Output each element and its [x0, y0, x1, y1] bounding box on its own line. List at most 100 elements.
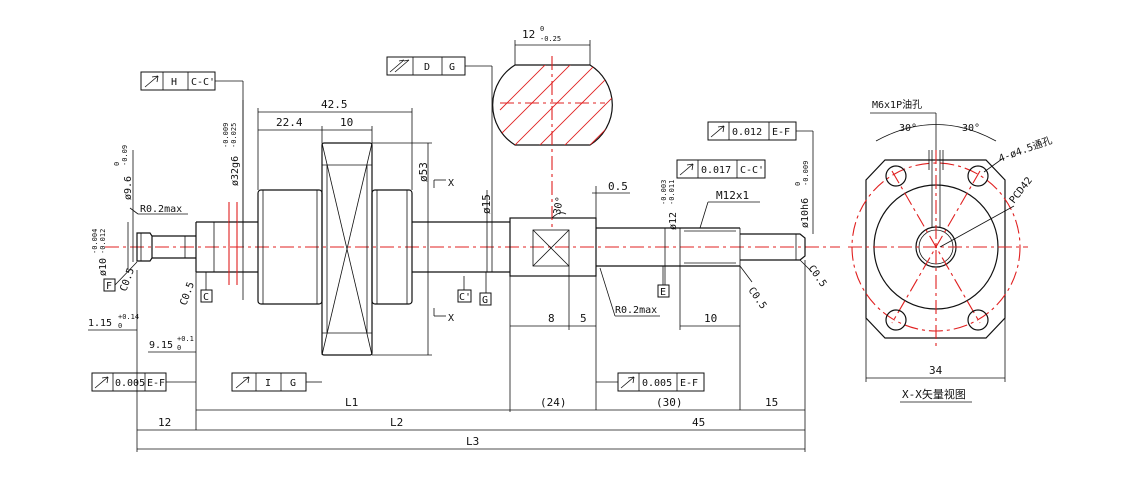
dim-12-section-tol-hi: 0 [540, 25, 544, 33]
svg-text:C: C [203, 292, 209, 303]
angle-30-left: 30° [899, 123, 917, 134]
runout-arrow-icon [679, 163, 694, 176]
key-section-view [492, 40, 613, 230]
dim-0-5: 0.5 [608, 180, 628, 193]
thread-m12: M12x1 [716, 189, 749, 202]
runout-arrow-icon [620, 376, 635, 389]
svg-text:E: E [660, 287, 666, 298]
dim-15-bottom: 15 [765, 396, 778, 409]
dim-12-bottom: 12 [158, 416, 171, 429]
frame-top-middle: D G [386, 56, 493, 222]
dim-32-tol-lo: -0.025 [230, 123, 238, 148]
svg-text:C-C': C-C' [740, 165, 764, 176]
svg-text:E-F: E-F [147, 378, 165, 389]
dim-24: (24) [540, 396, 567, 409]
svg-text:0.005: 0.005 [642, 378, 672, 389]
svg-text:H: H [171, 77, 177, 88]
frame-top-left: H C-C' [140, 71, 244, 247]
datum-C-prime: C' [457, 276, 472, 303]
dim-9-15-tol-lo: 0 [177, 344, 181, 352]
svg-text:G: G [482, 295, 488, 306]
dim-12-tol-lo: -0.011 [668, 180, 676, 205]
dim-42-5: 42.5 [321, 98, 348, 111]
runout-arrow-icon [144, 75, 159, 88]
dim-12-section-tol-lo: -0.25 [540, 35, 561, 43]
angle-30-right: 30° [962, 123, 980, 134]
dim-L3: L3 [466, 435, 479, 448]
total-runout-arrow-icon [389, 59, 410, 73]
dim-10-left: ø10 [98, 258, 109, 276]
dim-9-15: 9.15 [149, 340, 173, 351]
dim-lines-left [88, 270, 197, 362]
dim-10h6-tol-lo: -0.009 [802, 161, 810, 186]
section-x-top: X [448, 178, 454, 189]
datum-F: F [103, 261, 138, 292]
dim-1-15-tol-hi: +0.14 [118, 313, 139, 321]
datum-E: E [657, 266, 670, 298]
dim-1-15-tol-lo: 0 [118, 322, 122, 330]
frame-bottom-mid: I G [231, 372, 322, 392]
dim-9-6-tol-lo: -0.09 [121, 145, 129, 166]
holes-label: 4-ø4.5通孔 [997, 134, 1054, 164]
pcd-label: PCD42 [1008, 175, 1035, 205]
svg-text:0.012: 0.012 [732, 127, 762, 138]
shaft-outline [136, 142, 806, 356]
dim-L1: L1 [345, 396, 358, 409]
svg-text:0.005: 0.005 [115, 378, 145, 389]
dim-lines-key [509, 266, 741, 410]
dim-9-15-tol-hi: +0.1 [177, 335, 194, 343]
runout-arrow-icon [710, 125, 725, 138]
dim-32: ø32g6 [230, 156, 241, 186]
flange-side-view [848, 112, 1028, 382]
svg-text:E-F: E-F [772, 127, 790, 138]
dim-32-tol-hi: -0.009 [222, 123, 230, 148]
dim-5: 5 [580, 312, 587, 325]
svg-text:0.017: 0.017 [701, 165, 731, 176]
svg-text:C': C' [459, 292, 471, 303]
dim-8: 8 [548, 312, 555, 325]
dim-1-15: 1.15 [88, 318, 112, 329]
section-x-bottom: X [448, 313, 454, 324]
dim-lines-top [127, 100, 488, 356]
dim-15: ø15 [480, 194, 493, 214]
dim-9-6-tol-hi: 0 [113, 162, 121, 166]
svg-text:G: G [290, 378, 296, 389]
c05-b: C0.5 [178, 281, 197, 307]
c05-d: C0.5 [806, 263, 829, 289]
dim-30: (30) [656, 396, 683, 409]
c05-a: C0.5 [118, 267, 137, 293]
dim-10-left-tol-hi: -0.004 [91, 229, 99, 254]
dim-22-4: 22.4 [276, 116, 303, 129]
frame-right-mid: 0.017 C-C' [676, 159, 766, 179]
dim-10h6: ø10h6 [800, 198, 811, 228]
dim-12-section: 12 [522, 28, 535, 41]
side-width: 34 [929, 364, 943, 377]
svg-text:D: D [424, 62, 430, 73]
dim-12-tol-hi: -0.003 [660, 180, 668, 205]
oil-hole-label: M6x1P油孔 [872, 98, 922, 111]
r02-mid: R0.2max [615, 305, 657, 316]
dim-53: ø53 [417, 162, 430, 182]
dim-9-6: ø9.6 [123, 176, 134, 200]
r02-left: R0.2max [140, 204, 182, 215]
dim-10h6-tol-hi: 0 [794, 182, 802, 186]
dim-12: ø12 [668, 212, 679, 230]
side-view-title: X-X矢量视图 [902, 387, 966, 401]
svg-text:C-C': C-C' [191, 77, 215, 88]
frame-right-top: 0.012 E-F [707, 121, 814, 234]
dim-10-left-tol-lo: -0.012 [99, 229, 107, 254]
svg-text:G: G [449, 62, 455, 73]
datum-C: C [200, 272, 213, 303]
dim-L2: L2 [390, 416, 403, 429]
runout-arrow-icon [235, 376, 250, 389]
svg-text:I: I [265, 378, 271, 389]
c05-c: C0.5 [746, 285, 769, 311]
svg-text:E-F: E-F [680, 378, 698, 389]
dim-10-right: 10 [704, 312, 717, 325]
angle-30: 30° [552, 196, 566, 216]
dim-lines-bottom [136, 260, 806, 452]
frame-bottom-right: 0.005 E-F [596, 372, 705, 392]
runout-arrow-icon [94, 376, 109, 389]
dim-45: 45 [692, 416, 705, 429]
